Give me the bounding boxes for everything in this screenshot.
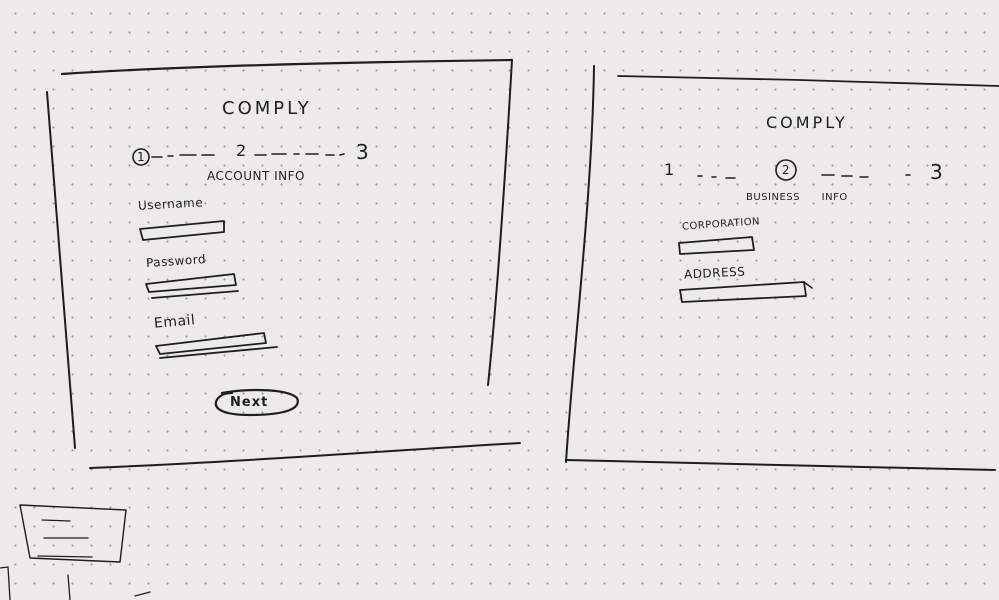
background-doodles — [0, 504, 151, 600]
right-active-step-label: BUSINESS INFO — [746, 192, 848, 203]
right-step-1: 1 — [664, 160, 675, 179]
left-step-3: 3 — [356, 140, 369, 164]
right-stepper-lines — [697, 159, 911, 181]
left-screen-frame — [46, 58, 521, 469]
next-button[interactable]: Next — [214, 388, 302, 418]
right-screen-frame — [565, 65, 999, 471]
email-label: Email — [153, 312, 196, 332]
username-label: Username — [137, 195, 204, 213]
username-input[interactable] — [142, 222, 224, 238]
left-step-2: 2 — [236, 141, 247, 160]
right-app-title: COMPLY — [766, 113, 848, 132]
left-active-step-label: ACCOUNT INFO — [207, 169, 305, 183]
address-input[interactable] — [682, 284, 806, 299]
next-button-label: Next — [230, 395, 269, 410]
email-input[interactable] — [158, 336, 266, 352]
corporation-input[interactable] — [680, 238, 754, 253]
left-next-button-outline — [214, 388, 299, 417]
left-app-title: COMPLY — [222, 98, 312, 119]
right-step-2: 2 — [782, 163, 791, 177]
left-step-1: 1 — [137, 150, 146, 164]
password-input[interactable] — [148, 276, 236, 292]
address-label: ADDRESS — [683, 264, 746, 282]
right-step-3: 3 — [930, 160, 943, 184]
left-stepper-lines — [132, 148, 345, 166]
